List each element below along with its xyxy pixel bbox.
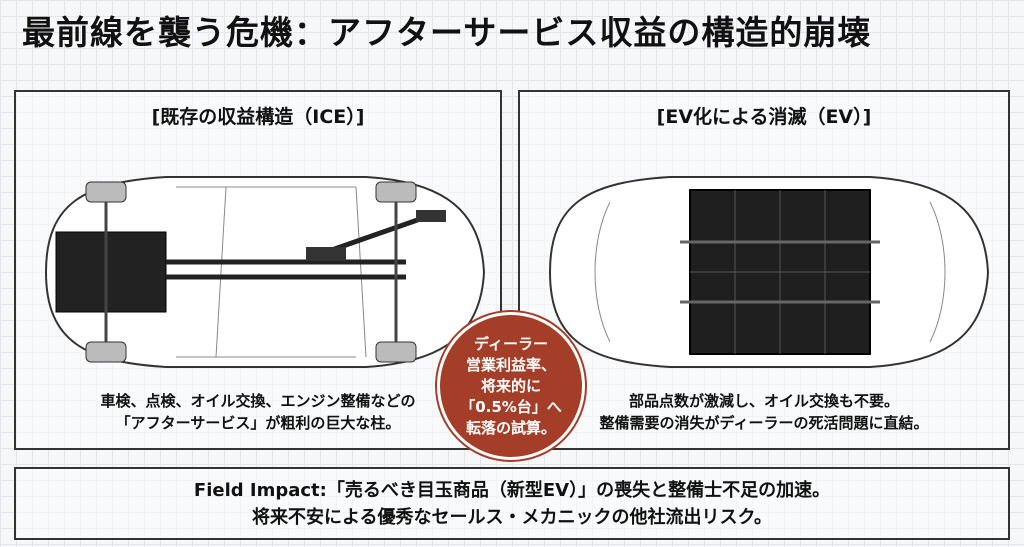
callout-line: 将来的に	[480, 376, 541, 395]
ice-caption-line: 「アフターサービス」が粗利の巨大な柱。	[115, 414, 401, 432]
ev-caption-line: 整備需要の消失がディーラーの死活問題に直結。	[599, 414, 929, 432]
ev-panel: [EV化による消滅（EV）] 部品点数が激減し、オイル交換も不要。 整備需要の消…	[518, 90, 1010, 450]
page-title: 最前線を襲う危機：アフターサービス収益の構造的崩壊	[22, 13, 872, 52]
ev-panel-title: [EV化による消滅（EV）]	[656, 106, 872, 128]
callout-line: ディーラー	[474, 334, 548, 353]
callout-line: 転落の試算。	[465, 418, 556, 437]
ev-car-battery-illustration	[548, 176, 990, 368]
ev-caption: 部品点数が激減し、オイル交換も不要。 整備需要の消失がディーラーの死活問題に直結…	[520, 390, 1008, 434]
ice-panel-title: [既存の収益構造（ICE）]	[151, 106, 365, 128]
ev-caption-line: 部品点数が激減し、オイル交換も不要。	[628, 392, 899, 410]
ice-panel: [既存の収益構造（ICE）] 車検、点検、オイル交換、エンジン整備などの 「アフ…	[14, 90, 502, 450]
profit-margin-callout: ディーラー 営業利益率、 将来的に 「0.5%台」へ 転落の試算。	[437, 312, 585, 460]
ice-caption-line: 車検、点検、オイル交換、エンジン整備などの	[100, 392, 416, 410]
ice-car-chassis-illustration	[44, 176, 486, 368]
field-impact-box: Field Impact:「売るべき目玉商品（新型EV）」の喪失と整備士不足の加…	[14, 467, 1010, 540]
callout-line: 「0.5%台」へ	[460, 397, 562, 416]
field-impact-line: Field Impact:「売るべき目玉商品（新型EV）」の喪失と整備士不足の加…	[193, 480, 831, 501]
callout-line: 営業利益率、	[465, 355, 556, 374]
field-impact-line: 将来不安による優秀なセールス・メカニックの他社流出リスク。	[251, 507, 773, 528]
ice-caption: 車検、点検、オイル交換、エンジン整備などの 「アフターサービス」が粗利の巨大な柱…	[16, 390, 500, 434]
